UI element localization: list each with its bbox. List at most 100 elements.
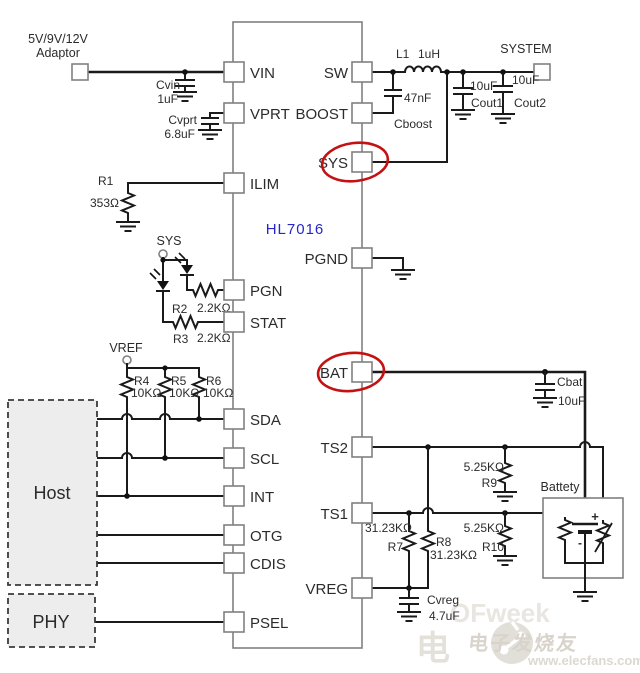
cap-cout2: 10uF Cout2 [490,69,546,124]
ground-icon [197,129,223,140]
buck-output: L1 1uH SYSTEM 47nF Cboost 10uF Cout1 10u… [371,42,552,163]
vref-terminal [122,355,132,365]
pin-boost [351,102,373,124]
cout1-name: Cout1 [471,96,503,110]
r9-value: 5.25KΩ [464,460,504,474]
pin-label-pgn: PGN [250,283,283,300]
chip-name: HL7016 [266,221,325,238]
r7-value: 31.23KΩ [365,521,412,535]
l1-name: L1 [396,47,410,61]
ts1-net: 5.25KΩ R10 31.23KΩ R7 R8 31.23KΩ [365,446,566,589]
r6-value: 10KΩ [203,386,233,400]
r4-name: R4 [134,374,150,388]
pin-label-pgnd: PGND [305,251,349,268]
pin-sda [223,408,245,430]
resistor-r3 [169,315,202,329]
pin-label-sda: SDA [250,412,281,429]
cvprt-value: 6.8uF [164,127,195,141]
pin-label-int: INT [250,489,274,506]
host-wires [94,413,225,623]
pin-label-vin: VIN [250,65,275,82]
battery-minus: - [578,536,582,550]
ts2-net: 5.25KΩ R9 [371,441,604,521]
l1-value: 1uH [418,47,440,61]
cap-cvin: Cvin 1uF [156,69,198,106]
cvin-value: 1uF [157,92,178,106]
system-label: SYSTEM [500,42,551,56]
battery-box [542,497,624,579]
ground-icon [115,221,141,232]
r8-name: R8 [436,535,452,549]
cvreg-name: Cvreg [427,593,459,607]
pin-vin [223,61,245,83]
resistor-r1: R1 353Ω [90,174,225,232]
r2-name: R2 [172,302,188,316]
pin-ts1 [351,502,373,524]
cout1-value: 10uF [470,79,497,93]
battery-cell-icon: + - [572,509,599,564]
battery-plus: + [591,509,599,524]
pin-stat [223,311,245,333]
system-terminal [533,63,551,81]
pin-pgnd [351,247,373,269]
cvprt-name: Cvprt [168,113,197,127]
pin-label-stat: STAT [250,315,286,332]
r9-name: R9 [482,476,498,490]
cboost-value: 47nF [404,91,431,105]
pin-otg [223,524,245,546]
pin-label-sys: SYS [318,155,348,172]
phy-label: PHY [32,612,69,632]
phy-block: PHY [7,593,96,648]
phy-box [7,593,96,648]
r2-value: 2.2KΩ [197,301,231,315]
pin-ilim [223,172,245,194]
pgnd-net [371,257,416,280]
adaptor-label-2: Adaptor [36,46,80,60]
cap-cvprt: Cvprt 6.8uF [164,112,225,141]
pin-label-bat: BAT [320,365,348,382]
r10-name: R10 [482,540,504,554]
led-icon [174,252,194,276]
r1-value: 353Ω [90,196,119,210]
pin-label-vprt: VPRT [250,106,290,123]
r1-name: R1 [98,174,114,188]
pin-vprt [223,102,245,124]
cap-cout1: 10uF Cout1 [450,69,503,120]
pin-label-psel: PSEL [250,615,288,632]
pin-psel [223,611,245,633]
chip-pins: VIN VPRT ILIM PGN STAT SDA SCL INT OTG C… [223,61,373,633]
r5-value: 10KΩ [169,386,199,400]
r8-value: 31.23KΩ [430,548,477,562]
cap-cboost: 47nF Cboost [371,69,433,131]
cboost-name: Cboost [394,117,433,131]
pin-scl [223,447,245,469]
pin-label-ts2: TS2 [320,440,348,457]
pin-label-vreg: VREG [305,581,348,598]
pin-bat [351,361,373,383]
r6-name: R6 [206,374,222,388]
cout2-value: 10uF [512,73,539,87]
vreg-net: Cvreg 4.7uF [369,585,460,623]
led-icon [149,268,170,292]
inductor-l1-icon [403,65,443,74]
pin-label-ilim: ILIM [250,176,279,193]
ground-icon [492,555,518,566]
pin-ts2 [351,436,373,458]
sys-led-network: SYS R2 2.2KΩ R3 2.2KΩ [149,234,231,346]
watermark-brand-ghost: OFweek [450,598,550,628]
vref-label: VREF [109,341,143,355]
ground-icon [532,397,558,408]
battery-label: Battety [541,480,581,494]
chip-body [232,21,363,649]
watermark-site-name: 电子发烧友 [467,631,579,655]
pin-label-ts1: TS1 [320,506,348,523]
pin-pgn [223,279,245,301]
r10-value: 5.25KΩ [464,521,504,535]
adaptor-input: 5V/9V/12V Adaptor [28,32,226,81]
pin-cdis [223,552,245,574]
cvin-name: Cvin [156,78,180,92]
ground-icon [396,611,422,622]
adaptor-label-1: 5V/9V/12V [28,32,88,46]
r5-name: R5 [171,374,187,388]
pin-vreg [351,577,373,599]
